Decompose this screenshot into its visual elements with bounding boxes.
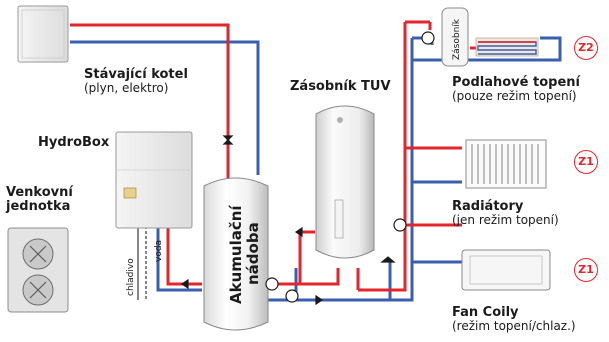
outdoor-unit-line-2: jednotka bbox=[6, 199, 71, 215]
pumps bbox=[265, 31, 435, 303]
fan-coil-title: Fan Coily bbox=[452, 305, 519, 320]
zone-badge-floor: Z2 bbox=[574, 36, 598, 60]
existing-boiler-subtitle: (plyn, elektro) bbox=[84, 81, 169, 96]
hydrobox-title: HydroBox bbox=[38, 135, 110, 150]
dhw-cylinder bbox=[315, 105, 375, 259]
return-pipes bbox=[70, 36, 562, 302]
buffer-tank: Akumulační nádoba bbox=[203, 177, 269, 331]
radiators-subtitle: (jen režim topení) bbox=[452, 213, 559, 228]
small-tank-label: Zásobník bbox=[452, 18, 462, 60]
valves bbox=[180, 135, 396, 306]
refrigerant-pipe-label: chladivo bbox=[126, 258, 136, 296]
radiator bbox=[465, 139, 547, 189]
existing-boiler-title: Stávající kotel bbox=[84, 67, 188, 82]
fan-coil-label: Fan Coily (režim topení/chlaz.) bbox=[452, 305, 576, 334]
floor-heating-label: Podlahové topení (pouze režim topení) bbox=[452, 75, 580, 104]
existing-boiler-label: Stávající kotel (plyn, elektro) bbox=[84, 67, 188, 96]
dhw-tank-title: Zásobník TUV bbox=[290, 79, 391, 94]
radiators-label: Radiátory (jen režim topení) bbox=[452, 199, 559, 228]
hydrobox-links bbox=[137, 226, 147, 300]
water-pipe-label: voda bbox=[154, 240, 164, 262]
existing-boiler bbox=[17, 5, 69, 63]
buffer-tank-label-2: nádoba bbox=[244, 222, 262, 285]
zone-badge-radiators: Z1 bbox=[574, 150, 598, 174]
floor-heating-title: Podlahové topení bbox=[452, 75, 580, 90]
outdoor-unit-label: Venkovní jednotka bbox=[6, 185, 73, 215]
radiators-title: Radiátory bbox=[452, 199, 524, 214]
small-storage-tank: Zásobník bbox=[441, 7, 469, 67]
floor-heating-subtitle: (pouze režim topení) bbox=[452, 89, 577, 104]
outdoor-unit bbox=[7, 227, 69, 313]
fan-coil-unit bbox=[461, 249, 551, 291]
dhw-tank-label: Zásobník TUV bbox=[290, 79, 391, 94]
outdoor-unit-line-1: Venkovní bbox=[6, 185, 73, 200]
buffer-tank-label-1: Akumulační bbox=[227, 205, 245, 304]
hydrobox-unit bbox=[115, 131, 193, 229]
hydrobox-label: HydroBox bbox=[38, 135, 110, 150]
floor-heating-loop bbox=[475, 37, 539, 57]
fan-coil-subtitle: (režim topení/chlaz.) bbox=[452, 319, 576, 334]
zone-badge-fan-coil: Z1 bbox=[574, 258, 598, 282]
